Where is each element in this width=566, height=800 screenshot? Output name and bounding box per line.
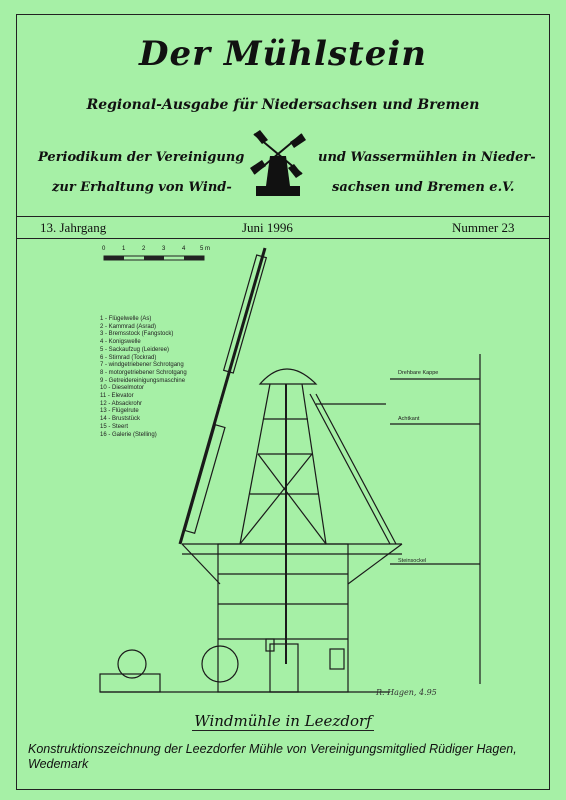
windmill-construction-drawing [99,247,481,693]
legend-item: 15 - Steert [100,423,129,430]
legend-item: 10 - Dieselmotor [100,385,145,392]
periodikum-right-line-2: sachsen und Bremen e.V. [332,180,515,195]
drawing-credit: Konstruktionszeichnung der Leezdorfer Mü… [28,742,517,771]
header-rule-top [16,216,550,217]
legend-item: 2 - Kammrad (Asrad) [100,323,157,330]
scale-label: 1 [122,246,126,252]
scale-label: 0 [102,246,106,252]
legend-item: 14 - Bruststück [100,416,141,423]
legend-item: 3 - Bremsstock (Fangstock) [100,331,174,338]
legend-item: 12 - Absackrohr [100,400,143,407]
legend-item: 6 - Stirnrad (Tockrad) [100,354,157,361]
windmill-logo-icon [250,130,306,196]
jahrgang: 13. Jahrgang [40,220,107,235]
drawing-legend: 1 - Flügelwelle (As) 2 - Kammrad (Asrad)… [100,316,187,439]
legend-item: 5 - Sackaufzug (Leideree) [100,346,170,353]
scale-label: 4 [182,246,186,252]
label-steinsockel: Steinsockel [398,558,427,564]
legend-item: 16 - Galerie (Stelling) [100,431,157,438]
scale-label: 3 [162,246,166,252]
header-rule-bottom [16,238,550,239]
legend-item: 8 - motorgetriebener Schrotgang [100,369,187,376]
issue-date: Juni 1996 [242,220,293,235]
legend-item: 7 - windgetriebener Schrotgang [100,362,184,369]
scale-bar [103,255,205,261]
scale-label: 2 [142,246,146,252]
label-drehbare-kappe: Drehbare Kappe [398,370,439,376]
legend-item: 11 - Elevator [100,393,134,400]
label-achtkant: Achtkant [398,416,420,422]
issue-number: Nummer 23 [452,220,515,235]
artist-signature: R. Hagen, 4.95 [376,688,437,697]
legend-item: 1 - Flügelwelle (As) [100,316,152,322]
drawing-caption: Windmühle in Leezdorf [0,712,566,731]
periodikum-left-line-2: zur Erhaltung von Wind- [52,180,232,195]
masthead-title: Der Mühlstein [139,34,427,74]
page-frame [16,14,550,790]
masthead-subtitle: Regional-Ausgabe für Niedersachsen und B… [86,97,480,113]
periodikum-left-line-1: Periodikum der Vereinigung [38,150,245,165]
legend-item: 13 - Flügelrute [100,408,139,415]
scale-label: 5 m [200,246,211,252]
caption-text: Windmühle in Leezdorf [192,712,374,731]
legend-item: 9 - Getreidereinigungsmaschine [100,377,186,384]
legend-item: 4 - Konigswelle [100,339,141,346]
periodikum-right-line-1: und Wassermühlen in Nieder- [318,150,536,165]
